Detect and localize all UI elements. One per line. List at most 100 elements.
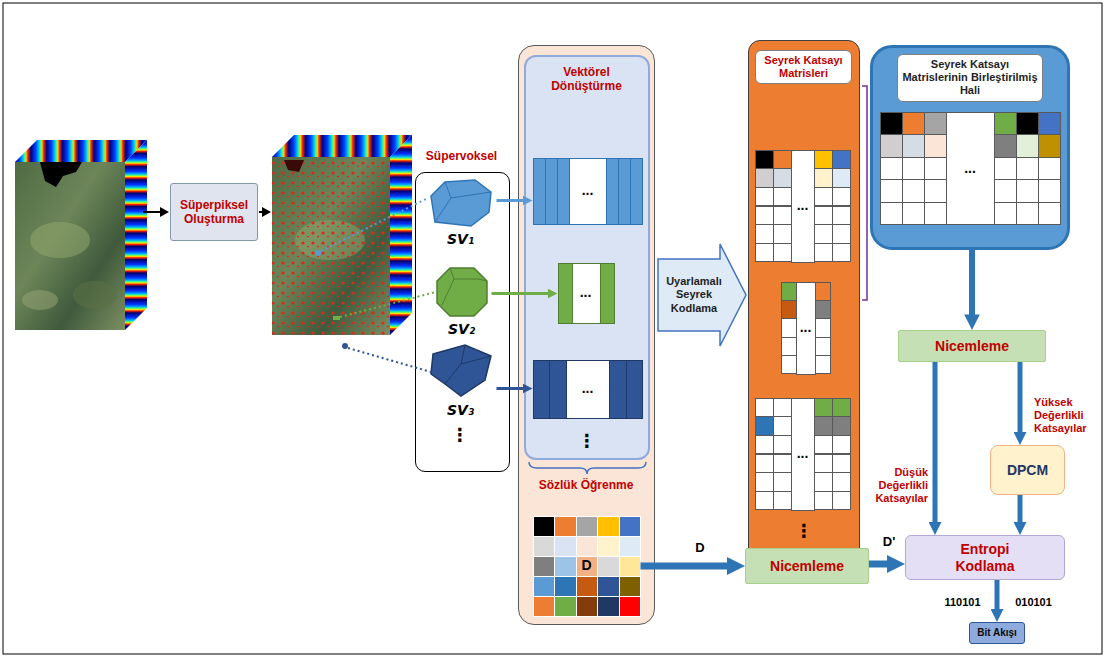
matrix-cell: [781, 300, 797, 319]
matrix-cell: [815, 337, 831, 356]
arrow-head: [262, 207, 271, 217]
matrix-cell: [924, 112, 947, 135]
matrix-cell: [832, 243, 851, 263]
node-text: ...: [946, 160, 994, 177]
matrix-cell: [814, 435, 833, 455]
matrix-cell: [755, 472, 774, 492]
matrix-cell: [815, 355, 831, 374]
matrix-cell: [609, 360, 627, 419]
edge-label: D: [688, 540, 712, 556]
matrix-cell: [773, 472, 792, 492]
matrix-cell: [814, 491, 833, 511]
matrix-cell: [814, 224, 833, 244]
leader-line: [321, 198, 428, 251]
matrix-cell: [924, 202, 947, 225]
edge-label: Düşük Değerlikli Katsayılar: [856, 466, 928, 506]
matrix-cell: [600, 263, 615, 324]
process-box: Entropi Kodlama: [905, 535, 1065, 580]
cube-side: [125, 140, 147, 330]
matrix-cell: [832, 454, 851, 474]
flow-arrow: [143, 211, 162, 213]
matrix-cell: [576, 516, 599, 537]
matrix-cell: [880, 179, 903, 202]
brace: [529, 462, 646, 474]
matrix-cell: [902, 179, 925, 202]
matrix-cell: [554, 536, 577, 557]
matrix-cell: [554, 516, 577, 537]
matrix-cell: [619, 516, 642, 537]
vector-matrix: ...: [558, 263, 614, 323]
node-text: ...: [569, 182, 606, 199]
matrix-cell: [755, 187, 774, 207]
process-box: Nicemleme: [745, 548, 869, 584]
matrix-cell: [755, 435, 774, 455]
matrix-cell: [1038, 112, 1061, 135]
shape-fill: [431, 180, 491, 226]
matrix-cell: [924, 157, 947, 180]
matrix-cell: [773, 224, 792, 244]
matrix-cell: [597, 516, 620, 537]
shape-fill: [658, 244, 746, 346]
lake: [40, 162, 82, 187]
matrix-cell: [773, 435, 792, 455]
matrix-cell: [1038, 157, 1061, 180]
voxel-marker: [315, 250, 321, 256]
matrix-cell: [832, 398, 851, 418]
matrix-cell: [755, 168, 774, 188]
matrix-cell: [815, 300, 831, 319]
node-text: Süpervoksel: [389, 149, 534, 163]
connector: [641, 563, 736, 570]
matrix-cell: [994, 112, 1017, 135]
matrix-cell: [619, 536, 642, 557]
matrix-cell: [533, 596, 556, 617]
matrix-cell: [533, 576, 556, 597]
matrix-cell: [832, 416, 851, 436]
connector: [933, 362, 938, 529]
edge-label: D': [876, 534, 902, 550]
matrix-cell: [597, 576, 620, 597]
matrix-cell: [1016, 179, 1039, 202]
matrix-cell: [619, 576, 642, 597]
connector: [1018, 362, 1023, 439]
matrix-cell: [814, 472, 833, 492]
node-text: SV₁: [425, 231, 497, 248]
node-text: Nicemleme: [903, 338, 1041, 355]
heading-box: Seyrek Katsayı Matrisleri: [755, 50, 852, 84]
matrix-cell: [832, 206, 851, 226]
edge-label: Yüksek Değerlikli Katsayılar: [1034, 396, 1100, 436]
matrix-cell: [755, 491, 774, 511]
matrix-cell: [755, 243, 774, 263]
panel: Seyrek Katsayı Matrislerinin Birleştiril…: [870, 45, 1070, 250]
matrix-cell: [773, 398, 792, 418]
heading-box: Seyrek Katsayı Matrislerinin Birleştiril…: [897, 54, 1043, 102]
shape-fill: [431, 345, 491, 396]
annotation-label: ⋮: [448, 424, 472, 446]
matrix-cell: [924, 179, 947, 202]
supervoxel-shape: SV₂: [432, 265, 492, 343]
matrix-cell: [558, 263, 573, 324]
matrix-cell: [902, 134, 925, 157]
matrix-cell: [1016, 202, 1039, 225]
matrix-cell: [755, 398, 774, 418]
figure-frame: [3, 3, 1102, 654]
matrix-cell: [533, 556, 556, 577]
sparse-matrix: ...: [781, 282, 831, 374]
matrix-cell: [576, 576, 599, 597]
matrix-cell: [781, 282, 797, 301]
matrix-cell: [773, 168, 792, 188]
matrix-cell: [533, 536, 556, 557]
matrix-cell: [814, 168, 833, 188]
node-text: ...: [791, 197, 815, 214]
matrix-cell: [814, 243, 833, 263]
connector: [869, 561, 896, 568]
matrix-cell: [814, 416, 833, 436]
annotation-label: 010101: [1006, 596, 1061, 609]
matrix-cell: [554, 596, 577, 617]
node-text: Bit Akışı: [974, 627, 1020, 639]
hyperspectral-cube: [15, 140, 147, 330]
matrix-cell: [755, 224, 774, 244]
connector: [497, 387, 528, 390]
matrix-cell: [832, 187, 851, 207]
matrix-cell: [832, 491, 851, 511]
cube-top: [272, 135, 412, 157]
